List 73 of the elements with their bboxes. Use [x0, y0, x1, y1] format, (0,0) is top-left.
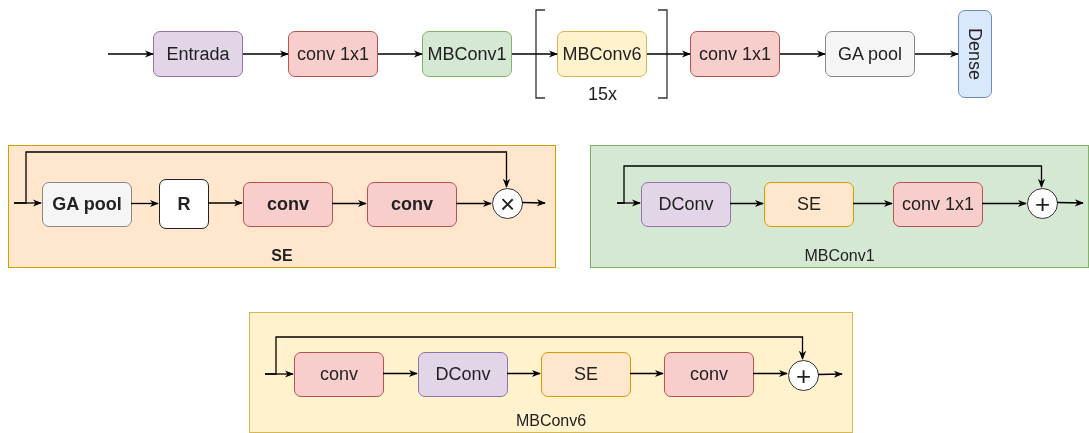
layer-box [294, 352, 384, 397]
arrow [511, 50, 558, 58]
operation-circle [492, 188, 523, 219]
operator-symbol: + [795, 362, 812, 389]
arrow [242, 50, 289, 58]
arrow [382, 369, 418, 378]
layer-label: GA pool [52, 194, 122, 215]
arrow [130, 199, 159, 208]
layer-label: DConv [658, 194, 714, 215]
layer-label: conv 1x1 [296, 43, 369, 65]
layer-box [664, 352, 754, 397]
layer-label: conv [391, 194, 433, 215]
layer-box [367, 182, 457, 227]
arrow [377, 50, 423, 58]
block-title: MBConv1 [804, 247, 875, 265]
arrow [1056, 199, 1084, 207]
layer-box [893, 182, 983, 227]
arrow [455, 199, 492, 208]
layer-box [690, 31, 780, 77]
layer-label: Dense [964, 28, 986, 80]
layer-label: Entrada [166, 43, 230, 65]
block-title: SE [271, 247, 293, 265]
layer-label: MBConv1 [427, 43, 507, 65]
layer-box [958, 10, 992, 98]
arrow [616, 165, 1046, 204]
layer-box [288, 31, 378, 77]
arrow [752, 369, 788, 378]
arrow [107, 50, 154, 58]
arrow [13, 151, 511, 204]
layer-label: SE [797, 194, 821, 215]
operation-circle [1027, 188, 1058, 219]
arrow [331, 199, 367, 208]
layer-label: conv 1x1 [698, 43, 771, 65]
layer-label: SE [574, 364, 598, 385]
operator-symbol: + [1034, 190, 1051, 217]
layer-label: DConv [435, 364, 491, 385]
layer-box [418, 352, 508, 397]
arrow [981, 199, 1027, 208]
repeat-count: 15x [588, 84, 618, 105]
arrow [521, 199, 546, 207]
block-title: MBConv6 [515, 412, 587, 430]
layer-label: conv [690, 364, 728, 385]
operator-symbol: × [499, 190, 516, 217]
arrow [264, 336, 807, 375]
layer-label: conv [267, 194, 309, 215]
block-panel [8, 145, 556, 268]
layer-label: GA pool [837, 43, 902, 65]
layer-box [641, 182, 731, 227]
layer-box [541, 352, 631, 397]
arrow [852, 199, 893, 208]
layer-box [243, 182, 333, 227]
arrow [914, 50, 959, 58]
layer-box [557, 31, 647, 77]
block-panel [249, 312, 853, 433]
arrow [506, 369, 541, 378]
layer-box [825, 31, 915, 77]
layer-box [422, 31, 512, 77]
arrow [779, 50, 826, 58]
layer-box [764, 182, 854, 227]
layer-box [42, 182, 132, 227]
arrow [817, 370, 843, 378]
layer-label: MBConv6 [562, 43, 642, 65]
layer-box [159, 179, 209, 229]
layer-label: R [177, 193, 191, 215]
arrow [629, 369, 664, 378]
arrow [207, 199, 243, 207]
layer-label: conv [320, 364, 358, 385]
block-panel [590, 145, 1089, 268]
arrow [646, 50, 691, 58]
operation-circle [788, 360, 819, 391]
layer-box [153, 31, 243, 77]
layer-label: conv 1x1 [901, 194, 974, 215]
arrow [729, 199, 764, 208]
